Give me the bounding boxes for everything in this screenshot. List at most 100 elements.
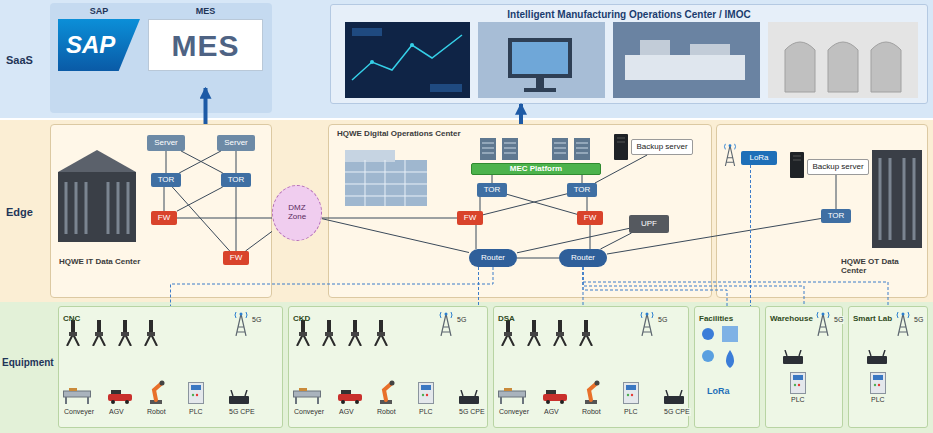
connector	[517, 228, 629, 252]
device-label: Robot	[581, 408, 602, 416]
connector	[601, 233, 632, 249]
label-holder: PLC	[418, 408, 434, 416]
connector	[483, 194, 567, 215]
operations-center-panel: HQWE Digital Operations CenterMEC Platfo…	[328, 124, 712, 298]
label-holder: 5G	[833, 316, 844, 324]
connector	[476, 225, 477, 249]
upf-box: UPF	[629, 215, 669, 233]
connector	[181, 151, 223, 173]
node-text: CNC	[59, 312, 80, 323]
node-text: Edge	[6, 206, 33, 218]
label-holder: LoRa	[706, 386, 731, 396]
connector	[177, 187, 223, 211]
node-text: MES	[148, 19, 263, 71]
device-label: Conveyer	[293, 408, 325, 416]
operations-panel: Intelligent Manufacturing Operations Cen…	[330, 4, 928, 104]
node-text: DSA	[494, 312, 515, 323]
connector	[507, 194, 577, 214]
label-holder: PLC	[870, 396, 886, 404]
connector	[236, 187, 237, 251]
connector	[236, 151, 237, 173]
connector	[204, 88, 208, 124]
label-holder: Robot	[376, 408, 397, 416]
label-holder: 5G	[251, 316, 262, 324]
device-label: PLC	[790, 396, 806, 404]
label-holder: Conveyer	[498, 408, 530, 416]
device-label: 5G	[251, 316, 262, 324]
connector	[171, 267, 494, 306]
node-text: Server	[154, 139, 178, 147]
layer-band: EdgeHQWE IT Data Center Server ServerTOR TO…	[0, 120, 933, 302]
node-text: UPF	[641, 220, 657, 228]
device-label: AGV	[338, 408, 355, 416]
app-logo: SAPSAP	[58, 6, 140, 88]
node-text: Router	[571, 254, 595, 262]
connector	[583, 267, 888, 306]
node-text: CKD	[289, 312, 310, 323]
firewall-box: FW	[223, 251, 249, 265]
node-text: TOR	[828, 212, 845, 220]
connector	[587, 197, 588, 211]
label-holder: PLC	[623, 408, 639, 416]
device-label: LoRa	[706, 386, 731, 396]
label-holder: PLC	[790, 396, 806, 404]
device-label: 5G CPE	[228, 408, 256, 416]
device-label: Conveyer	[498, 408, 530, 416]
connector	[519, 104, 523, 124]
label-holder: Conveyer	[63, 408, 95, 416]
connector	[166, 151, 167, 173]
node-text: FW	[158, 214, 170, 222]
node-text: SaaS	[6, 54, 33, 66]
node-text: Smart Lab	[849, 312, 892, 323]
connector	[607, 219, 821, 255]
router-box: Router	[559, 249, 607, 267]
connector	[246, 231, 273, 251]
device-label: Conveyer	[63, 408, 95, 416]
label-holder: 5G	[456, 316, 467, 324]
device-label: AGV	[108, 408, 125, 416]
connector	[492, 175, 493, 183]
connector	[595, 155, 647, 183]
backup-server-box: Backup server	[807, 159, 869, 175]
device-label: 5G	[833, 316, 844, 324]
connector	[583, 267, 727, 306]
device-label: PLC	[418, 408, 434, 416]
switch-box: TOR	[221, 173, 251, 187]
node-text: MEC Platform	[510, 165, 562, 173]
node-text: SAP	[58, 19, 140, 71]
label-holder: PLC	[188, 408, 204, 416]
label-holder: 5G	[913, 316, 924, 324]
firewall-box: FW	[577, 211, 603, 225]
connector	[750, 165, 751, 306]
label-holder: AGV	[543, 408, 560, 416]
label-holder: Robot	[146, 408, 167, 416]
node-text: LoRa	[749, 154, 768, 162]
label-holder: 5G CPE	[458, 408, 486, 416]
switch-box: TOR	[151, 173, 181, 187]
node-text: Server	[224, 139, 248, 147]
node-text: TOR	[158, 176, 175, 184]
node-text: TOR	[574, 186, 591, 194]
node-text: Equipment	[2, 357, 54, 368]
connector	[164, 187, 165, 211]
connector	[478, 267, 479, 306]
node-text: Warehouse	[766, 312, 813, 323]
workshop-area: Facilities	[694, 306, 760, 428]
device-label: 5G CPE	[663, 408, 691, 416]
device-label: 5G	[456, 316, 467, 324]
switch-box: TOR	[477, 183, 507, 197]
node-text: HQWE OT Data Center	[841, 257, 925, 275]
switch-box: TOR	[567, 183, 597, 197]
connector	[582, 175, 583, 183]
device-label: 5G	[657, 316, 668, 324]
node-text: HQWE Digital Operations Center	[337, 129, 487, 138]
connector	[172, 187, 229, 251]
router-box: Router	[469, 249, 517, 267]
node-text: Intelligent Manufacturing Operations Cen…	[331, 5, 927, 20]
node-text: TOR	[228, 176, 245, 184]
device-label: 5G CPE	[458, 408, 486, 416]
node-text: HQWE IT Data Center	[59, 257, 149, 266]
gateway-box: LoRa	[741, 151, 777, 165]
device-label: Robot	[146, 408, 167, 416]
label-holder: Robot	[581, 408, 602, 416]
